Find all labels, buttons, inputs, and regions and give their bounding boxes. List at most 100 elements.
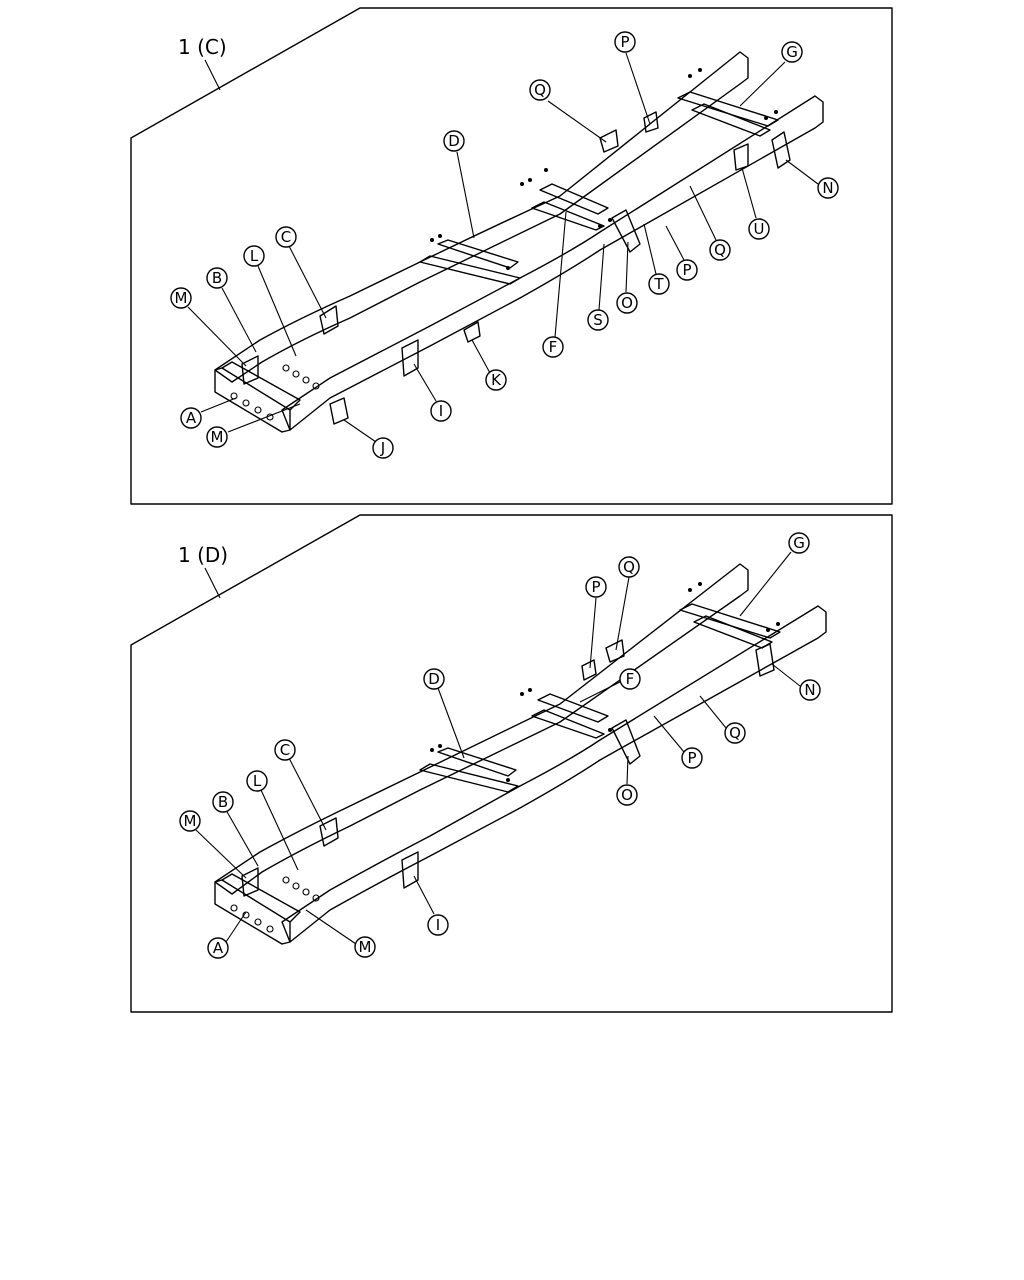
svg-text:N: N <box>804 681 815 699</box>
callout-d-c: C <box>274 739 296 761</box>
callout-d-a: A <box>207 937 229 959</box>
svg-text:G: G <box>793 534 805 552</box>
hook-n-d <box>755 643 775 677</box>
svg-text:F: F <box>549 338 558 356</box>
svg-text:B: B <box>218 793 228 811</box>
svg-text:D: D <box>428 670 440 688</box>
panel-c: 1 (C) <box>130 7 893 505</box>
leaders-c <box>187 52 819 443</box>
callout-d-d: D <box>423 668 445 690</box>
callout-m-lower: M <box>206 426 228 448</box>
svg-text:M: M <box>359 938 372 956</box>
callout-c: C <box>275 226 297 248</box>
leaders-d <box>195 551 801 945</box>
bracket-m <box>241 355 259 385</box>
callout-p-lower: P <box>676 259 698 281</box>
bracket-k <box>463 321 481 343</box>
callout-q-lower: Q <box>709 239 731 261</box>
callout-d-g: G <box>788 532 810 554</box>
callout-d: D <box>443 130 465 152</box>
svg-text:L: L <box>253 772 262 790</box>
bracket-p-upper <box>643 111 659 133</box>
hook-n <box>771 131 791 169</box>
bracket-o-d <box>611 719 641 765</box>
left-rail-d <box>214 563 749 895</box>
svg-text:G: G <box>786 43 798 61</box>
callout-a: A <box>180 407 202 429</box>
svg-text:O: O <box>621 294 633 312</box>
svg-text:Q: Q <box>714 241 726 259</box>
crossmember-f <box>539 183 609 215</box>
bracket-o <box>611 209 641 253</box>
crossmember-d <box>419 255 521 285</box>
callout-d-b: B <box>212 791 234 813</box>
panel-c-border <box>130 7 893 505</box>
svg-text:M: M <box>211 428 224 446</box>
callout-j: J <box>372 437 394 459</box>
svg-text:P: P <box>687 749 696 767</box>
svg-text:O: O <box>621 786 633 804</box>
svg-text:A: A <box>213 939 224 957</box>
svg-text:A: A <box>186 409 197 427</box>
svg-text:B: B <box>212 269 222 287</box>
bracket-c-d <box>319 817 339 847</box>
svg-text:M: M <box>184 812 197 830</box>
left-rail <box>214 51 749 383</box>
svg-text:P: P <box>620 33 629 51</box>
svg-text:P: P <box>591 578 600 596</box>
callout-d-m-upper: M <box>179 810 201 832</box>
callout-p-upper: P <box>614 31 636 53</box>
right-rail <box>281 95 824 431</box>
chassis-frame-c <box>214 51 824 433</box>
rivets <box>430 68 778 270</box>
callout-d-o: O <box>616 784 638 806</box>
callout-s: S <box>587 309 609 331</box>
bracket-q-upper <box>599 129 619 153</box>
panel-d-label-leader <box>204 567 221 599</box>
callout-g: G <box>781 41 803 63</box>
svg-text:D: D <box>448 132 460 150</box>
svg-text:K: K <box>491 371 502 389</box>
panel-d-label: 1 (D) <box>178 543 228 567</box>
svg-text:F: F <box>626 670 635 688</box>
svg-text:L: L <box>250 247 259 265</box>
svg-text:C: C <box>281 228 291 246</box>
svg-text:Q: Q <box>534 81 546 99</box>
callout-d-m-lower: M <box>354 936 376 958</box>
bracket-i-d <box>401 851 419 889</box>
panel-c-label-leader <box>204 59 221 91</box>
svg-text:T: T <box>653 275 664 293</box>
right-rail-d <box>281 605 827 943</box>
front-holes-d <box>230 876 320 933</box>
panel-d: 1 (D) <box>130 514 893 1013</box>
callout-d-n: N <box>799 679 821 701</box>
callout-q-upper: Q <box>529 79 551 101</box>
bracket-j <box>329 397 349 425</box>
callout-m-upper: M <box>170 287 192 309</box>
svg-text:M: M <box>175 289 188 307</box>
bracket-i <box>401 339 419 377</box>
callout-d-q-lower: Q <box>724 722 746 744</box>
svg-text:S: S <box>593 311 603 329</box>
bracket-m-d <box>241 867 259 897</box>
callout-l: L <box>243 245 265 267</box>
callout-d-i: I <box>427 914 449 936</box>
callout-d-f: F <box>619 668 641 690</box>
callout-f: F <box>542 336 564 358</box>
bracket-c <box>319 305 339 335</box>
svg-text:U: U <box>754 220 765 238</box>
svg-text:I: I <box>436 916 440 934</box>
panel-d-border <box>130 514 893 1013</box>
callout-d-p-upper: P <box>585 576 607 598</box>
callout-b: B <box>206 267 228 289</box>
callout-d-l: L <box>246 770 268 792</box>
svg-text:Q: Q <box>623 558 635 576</box>
rivets-d <box>430 582 780 782</box>
svg-text:P: P <box>682 261 691 279</box>
callout-u: U <box>748 218 770 240</box>
svg-text:Q: Q <box>729 724 741 742</box>
crossmember-f-d <box>537 693 609 723</box>
callout-i: I <box>430 400 452 422</box>
panel-c-label: 1 (C) <box>178 35 227 59</box>
